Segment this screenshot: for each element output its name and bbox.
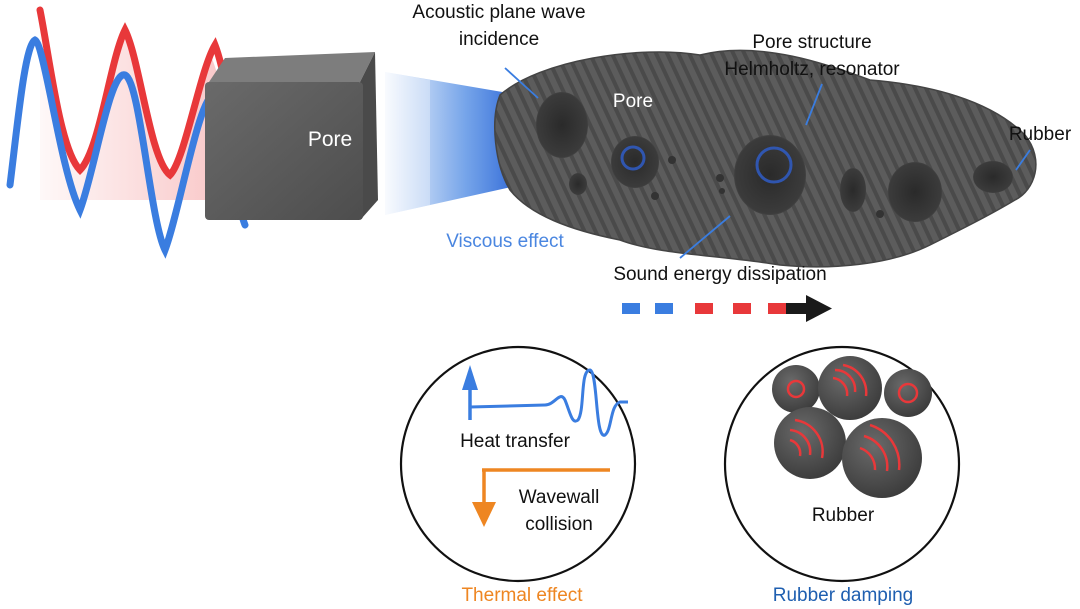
viscous-effect-label: Viscous effect <box>446 231 564 252</box>
pore-structure-leader-line <box>805 83 823 126</box>
porous-body-icon <box>494 49 1037 268</box>
incidence-label-line2: incidence <box>459 29 539 50</box>
collision-arrow-icon <box>472 502 496 527</box>
heat-transfer-label: Heat transfer <box>460 431 570 452</box>
dissipation-label: Sound energy dissipation <box>613 264 826 285</box>
heat-arrow-icon <box>462 365 478 390</box>
pore-structure-label-line2: Helmholtz, resonator <box>724 59 900 80</box>
rubber-circle-icon <box>723 345 961 583</box>
thermal-circle-icon <box>399 345 637 583</box>
pore-box-label: Pore <box>308 128 352 151</box>
pore-cube-icon <box>205 52 378 220</box>
blue-beam-icon <box>385 72 520 215</box>
pore-structure-label-line1: Pore structure <box>752 32 871 53</box>
incidence-leader-line <box>504 67 539 99</box>
dissipation-arrow-icon <box>622 295 832 322</box>
rubber-damping-label: Rubber damping <box>773 585 913 606</box>
thermal-effect-label: Thermal effect <box>461 585 583 606</box>
pore-body-label: Pore <box>613 91 653 112</box>
wavewall-label-line2: collision <box>525 514 593 535</box>
rubber-body-label: Rubber <box>1009 124 1072 145</box>
dissipation-leader-line <box>679 215 731 259</box>
incidence-label-line1: Acoustic plane wave <box>412 2 585 23</box>
rubber-circle-label: Rubber <box>812 505 875 526</box>
rubber-leader-line <box>1015 149 1031 171</box>
wavewall-label-line1: Wavewall <box>519 487 600 508</box>
